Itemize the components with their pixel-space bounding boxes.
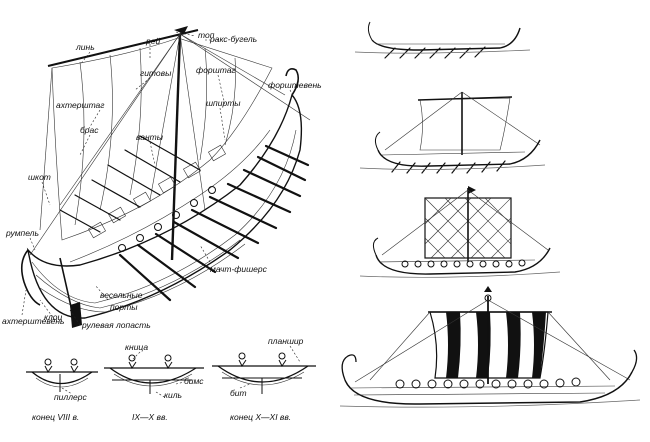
main-ship <box>20 26 311 328</box>
caption-ix-x: IX—X вв. <box>132 412 168 422</box>
label-shkot: шкот <box>28 172 51 182</box>
label-reym: рей <box>145 36 160 46</box>
ship-2-sail <box>359 91 546 174</box>
label-shpirty: шпирты <box>206 98 241 108</box>
label-vanty: ванты <box>136 132 164 142</box>
mast-vane <box>174 26 188 34</box>
label-pillers: пиллерс <box>54 392 87 402</box>
label-bras: брас <box>80 125 99 135</box>
label-akhtershtag: ахтерштаг <box>56 100 104 110</box>
label-klots: клоц <box>44 312 63 322</box>
label-planshir: планшир <box>268 336 304 346</box>
oars-far <box>59 135 201 233</box>
label-raks: ракс-бугель <box>209 34 257 44</box>
ship-1-rowing <box>354 21 531 59</box>
shields-row <box>118 186 216 252</box>
prow-curl <box>285 68 300 96</box>
label-kil: киль <box>164 390 182 400</box>
period-captions: конец VIII в. IX—X вв. конец X—XI вв. <box>32 412 291 422</box>
main-sail <box>51 37 273 241</box>
label-akhtershteven: ахтерштевень <box>2 316 65 326</box>
label-bims: бимс <box>184 376 204 386</box>
label-gitovy: гитовы <box>140 68 172 78</box>
cross-sections <box>26 345 316 399</box>
label-forshtag: форштаг <box>196 65 236 75</box>
caption-viii: конец VIII в. <box>32 412 79 422</box>
ship-3-lattice-sail <box>359 186 561 278</box>
label-porty: порты <box>110 302 138 312</box>
label-macht: мачт-фишерс <box>210 264 268 274</box>
label-bit: бит <box>230 388 247 398</box>
label-knitsa: кница <box>125 342 148 352</box>
ship-4-striped-sail <box>339 286 641 408</box>
main-ship-labels: топ рей ракс-бугель линь гитовы форштаг … <box>2 30 322 330</box>
section-viii <box>26 358 98 395</box>
oars-near <box>118 144 310 302</box>
label-rumpel: румпель <box>5 228 39 238</box>
label-rulevaya: рулевая лопасть <box>81 320 151 330</box>
caption-x-xi: конец X—XI вв. <box>230 412 291 422</box>
label-vesel: весельные <box>100 290 143 300</box>
label-forshteven: форштевень <box>268 80 322 90</box>
main-yard <box>47 29 199 67</box>
stern-post <box>20 249 41 306</box>
label-lin: линь <box>75 42 95 52</box>
cross-section-labels: пиллерс кница бимс киль бит планшир <box>54 336 304 402</box>
section-ix-x <box>104 351 204 399</box>
main-hull <box>26 93 303 319</box>
label-top: топ <box>198 30 215 40</box>
section-x-xi <box>212 345 316 394</box>
